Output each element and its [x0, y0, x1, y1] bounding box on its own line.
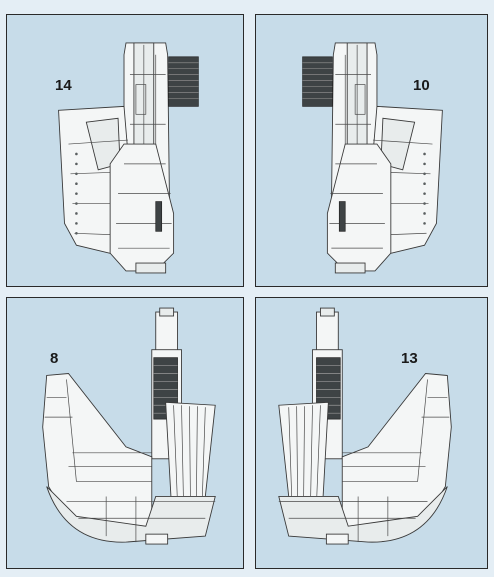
- rivet-row: [75, 152, 78, 235]
- side-view-assembly-right: [302, 42, 443, 274]
- step-panel-10: 10: [255, 14, 488, 287]
- step-panel-13: 13: [255, 297, 488, 569]
- step-number: 10: [413, 77, 430, 94]
- front-view-assembly-right: [278, 307, 452, 545]
- step-number: 13: [401, 350, 418, 367]
- front-view-assembly-left: [42, 307, 216, 545]
- step-number: 14: [55, 77, 72, 94]
- step-panel-14: 14: [6, 14, 244, 287]
- step-panel-8: 8: [6, 297, 244, 569]
- side-view-assembly-left: [58, 42, 199, 274]
- step-number: 8: [50, 350, 59, 367]
